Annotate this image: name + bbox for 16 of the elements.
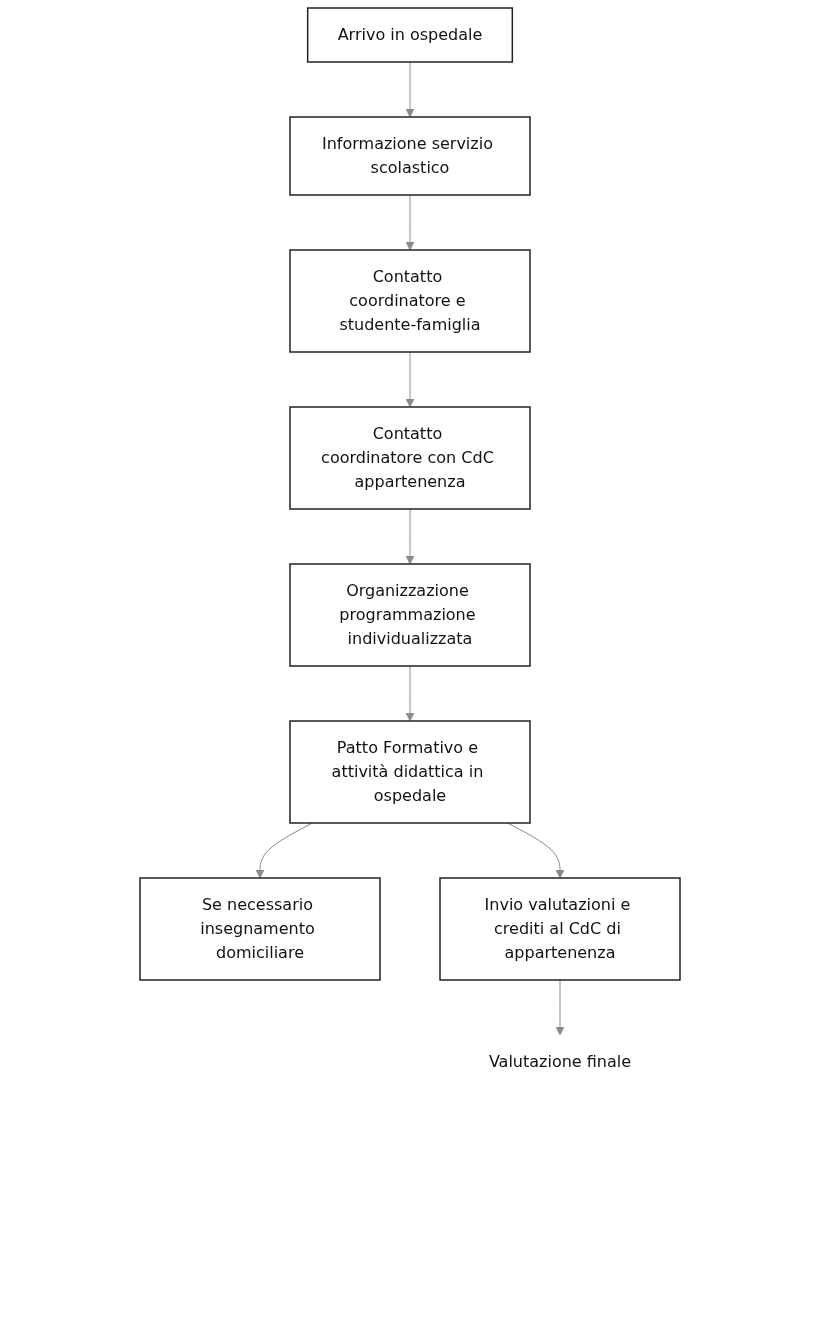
arrow [405,61,414,118]
node-box: Organizzazione programmazione individualizzata [288,563,531,667]
arrow [405,351,414,408]
arrow [255,822,313,879]
node-box: Contatto coordinatore e studente-famiglia [288,249,531,353]
node-box: Contatto coordinatore con CdC appartenenza [288,406,531,510]
node-box: Informazione servizio scolastico [288,116,531,196]
node-box: Se necessario insegnamento domiciliare [138,877,381,981]
node-text: Valutazione finale [488,1052,631,1071]
node-box: Patto Formativo e attività didattica in ospedale [288,720,531,824]
arrow [405,665,414,722]
node-box: Arrivo in ospedale [306,7,513,63]
arrow [555,979,564,1036]
node-box: Invio valutazioni e crediti al CdC di appartenenza [438,877,681,981]
arrow [405,508,414,565]
arrow [405,194,414,251]
